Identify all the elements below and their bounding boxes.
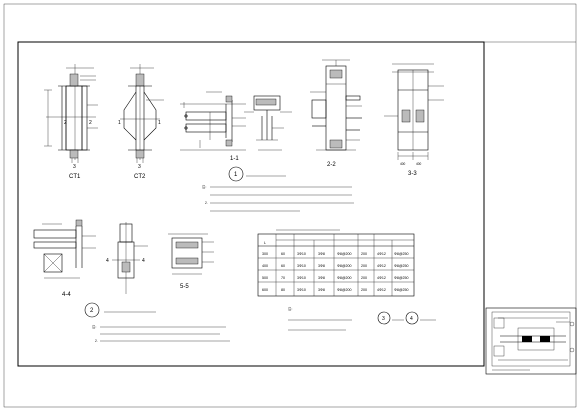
callout-1-circle [228,166,244,182]
note-2-item-2: 2. [95,339,98,343]
table-cell: 200 [361,288,367,292]
table-cell: Φ8@250 [394,264,409,268]
table-cell: 4Φ12 [377,264,386,268]
table-cell: 200 [361,264,367,268]
elevation-section-mark-left: 4 [106,258,109,264]
table-cell: Φ8@200 [337,252,352,256]
ct1-section-mark-bottom: 3 [73,164,76,170]
callout-3-circle [377,311,391,325]
table-cell: 300 [262,252,268,256]
table-cell: Φ8@250 [394,288,409,292]
ct2-label: CT2 [134,174,146,180]
note-2-mark: 注： [92,324,98,329]
detail-ct1: 2 2 3 CT1 [44,64,98,180]
callout-3-number: 3 [382,316,385,322]
callout-1-number: 1 [234,172,238,178]
section-2-2-label: 2-2 [327,162,336,168]
table-cell: Φ8@250 [394,276,409,280]
note-1-mark: 注： [202,184,208,189]
section-4-4-label: 4-4 [62,292,71,298]
detail-column-elevation: 4 4 [106,222,148,294]
note-1-item-2: 2. [205,201,208,205]
section-3-3-dim-left: 400 [400,162,406,166]
ct1-section-mark-right: 2 [89,120,92,126]
table-header-l: L [264,241,266,245]
detail-section-5-5: 5-5 [168,233,214,290]
detail-section-1-1: 1-1 [180,91,246,162]
ct2-section-mark-bottom: 3 [138,164,141,170]
table-cell: 3Φ10 [297,252,306,256]
table-cell: 3Φ10 [297,288,306,292]
note-3-mark: 注： [288,306,294,311]
table-cell: 70 [281,276,285,280]
table-cell: 3Φ8 [318,264,325,268]
outer-border [3,3,577,408]
table-cell: 4Φ12 [377,288,386,292]
table-cell: Φ8@200 [337,288,352,292]
section-3-3-label: 3-3 [408,171,417,177]
table-cell: 3Φ8 [318,288,325,292]
table-cell: 200 [361,252,367,256]
section-3-3-dim-right: 400 [416,162,422,166]
ct2-section-mark-left: 1 [118,120,121,126]
table-cell: 200 [361,276,367,280]
ct1-section-mark-left: 2 [64,120,67,126]
table-cell: 3Φ8 [318,252,325,256]
callout-4-circle [405,311,419,325]
detail-section-3-3: 400 400 3-3 [384,63,444,177]
table-cell: 500 [262,276,268,280]
note-block-1: 1 注： 2. [202,166,354,212]
table-cell: 600 [262,288,268,292]
table-cell: 60 [281,252,285,256]
ct2-section-mark-right: 1 [158,120,161,126]
table-cell: 3Φ10 [297,276,306,280]
key-plan [485,307,577,375]
inner-frame [17,41,485,367]
rebar-table: L 300 60 3Φ10 3Φ8 Φ8@200 200 4Φ12 Φ8@250… [257,229,415,297]
table-cell: 60 [281,264,285,268]
callout-group-3-4: 3 4 [377,311,436,325]
table-cell: Φ8@200 [337,264,352,268]
table-cell: Φ8@200 [337,276,352,280]
section-5-5-label: 5-5 [180,284,189,290]
detail-ct2: 1 1 3 CT2 [118,64,164,180]
section-1-1-label: 1-1 [230,156,239,162]
callout-4-number: 4 [410,316,413,322]
table-cell: 3Φ10 [297,264,306,268]
elevation-section-mark-right: 4 [142,258,145,264]
callout-2-circle [84,302,100,318]
table-cell: Φ8@250 [394,252,409,256]
table-cell: 4Φ12 [377,252,386,256]
note-block-3: 注： [288,306,352,331]
detail-section-2-2: 2-2 [310,59,362,168]
callout-2-number: 2 [90,308,94,314]
table-cell: 80 [281,288,285,292]
ct1-label: CT1 [69,174,81,180]
note-block-2: 2 注： 2. [84,302,230,343]
detail-section-4-4: 4-4 [33,219,96,298]
detail-anchor-section [244,95,292,151]
table-cell: 4Φ12 [377,276,386,280]
table-cell: 3Φ8 [318,276,325,280]
table-cell: 400 [262,264,268,268]
